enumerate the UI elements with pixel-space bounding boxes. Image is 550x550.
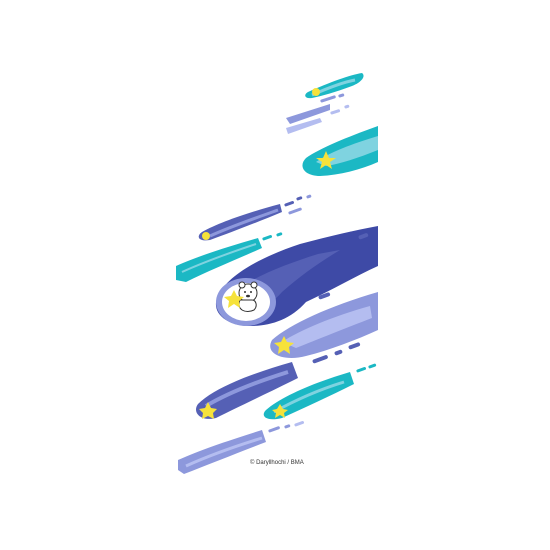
star-icon [199,402,217,419]
star-icon [316,151,336,169]
comet-teal-right [302,126,378,176]
comet-big-bear [215,226,378,326]
star-icon [202,232,210,240]
polar-bear-icon [238,281,258,313]
comet-bottom-streak [178,421,305,474]
comet-lower-indigo [196,362,298,419]
comet-small-indigo [198,194,312,241]
comet-teal-streak [176,232,283,282]
star-icon [224,290,244,308]
star-icon [274,336,294,354]
star-icon [312,88,320,96]
comet-periwinkle [270,292,378,364]
copyright-credit: © Daryllhochi / BMA [250,460,304,466]
comet-top-teal [286,73,364,134]
comet-lower-teal [263,363,377,420]
star-icon [272,404,288,418]
